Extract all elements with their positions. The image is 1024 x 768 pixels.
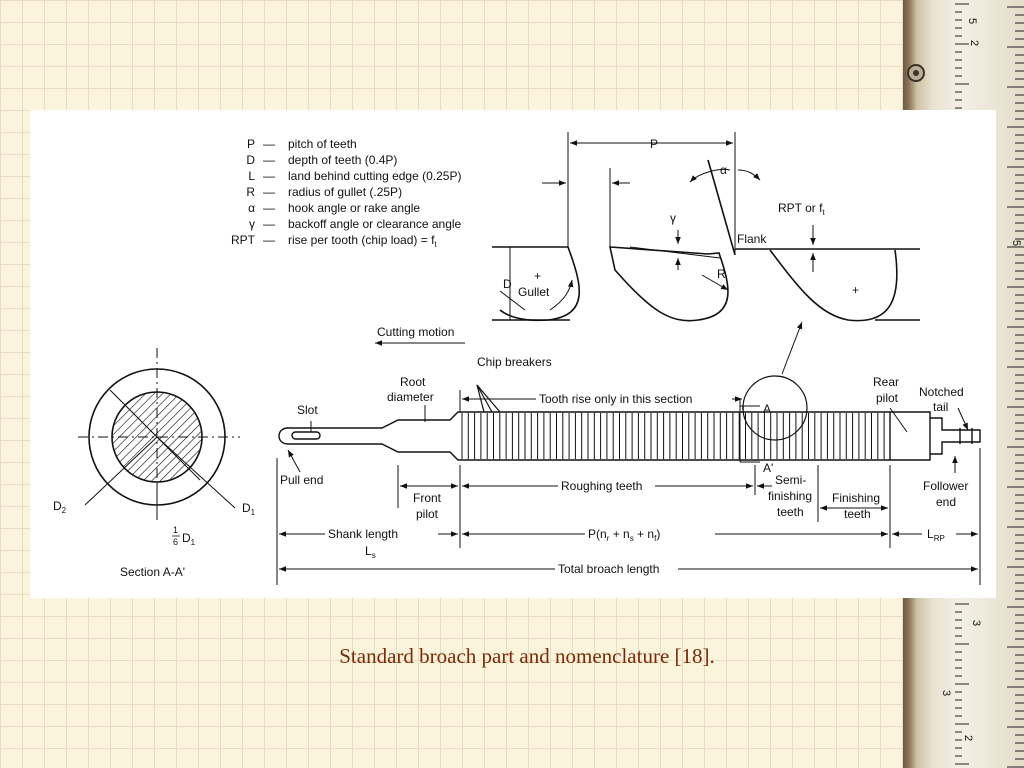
svg-text:—: —: [263, 169, 275, 183]
svg-text:Section A-A': Section A-A': [120, 565, 185, 579]
svg-text:—: —: [263, 185, 275, 199]
figure-caption: Standard broach part and nomenclature [1…: [339, 644, 715, 668]
svg-text:Follower: Follower: [923, 479, 968, 493]
svg-text:6: 6: [173, 537, 178, 547]
svg-text:R: R: [717, 267, 726, 281]
svg-text:P(nr + ns + nf): P(nr + ns + nf): [588, 527, 660, 543]
ruler-number-6: 3: [940, 690, 952, 696]
svg-text:teeth: teeth: [777, 505, 804, 519]
broach-diagram: P — pitch of teeth D — depth of teeth (0…: [53, 132, 981, 585]
svg-text:RPT or ft: RPT or ft: [778, 201, 825, 217]
ruler-number-7: 2: [962, 735, 974, 741]
svg-text:LRP: LRP: [927, 527, 945, 543]
svg-text:—: —: [263, 217, 275, 231]
broach-dimensions: [276, 340, 981, 585]
legend-item: R — radius of gullet (.25P): [246, 185, 402, 199]
svg-text:land behind cutting edge (0.25: land behind cutting edge (0.25P): [288, 169, 461, 183]
svg-text:α: α: [248, 201, 255, 215]
svg-text:R: R: [246, 185, 255, 199]
svg-text:Chip breakers: Chip breakers: [477, 355, 552, 369]
svg-text:diameter: diameter: [387, 390, 434, 404]
svg-text:tail: tail: [933, 400, 948, 414]
svg-text:Notched: Notched: [919, 385, 964, 399]
legend-item: α — hook angle or rake angle: [248, 201, 420, 215]
svg-text:RPT: RPT: [231, 233, 256, 247]
svg-text:pilot: pilot: [876, 391, 899, 405]
svg-text:pilot: pilot: [416, 507, 439, 521]
svg-text:Slot: Slot: [297, 403, 318, 417]
svg-text:Shank length: Shank length: [328, 527, 398, 541]
svg-text:Rear: Rear: [873, 375, 899, 389]
svg-text:rise per tooth (chip load) = f: rise per tooth (chip load) = ft: [288, 233, 437, 249]
svg-text:γ: γ: [249, 217, 255, 231]
svg-text:—: —: [263, 201, 275, 215]
legend-item: L — land behind cutting edge (0.25P): [248, 169, 461, 183]
svg-text:Flank: Flank: [737, 232, 767, 246]
svg-text:backoff angle or clearance ang: backoff angle or clearance angle: [288, 217, 462, 231]
ruler-number-2: 2: [968, 40, 980, 46]
svg-text:Cutting motion: Cutting motion: [377, 325, 454, 339]
svg-text:P: P: [247, 137, 255, 151]
svg-text:Tooth rise only in this sectio: Tooth rise only in this section: [539, 392, 692, 406]
ruler-number-1: 5: [966, 18, 978, 24]
svg-text:P: P: [650, 137, 658, 151]
svg-text:A: A: [763, 402, 771, 416]
svg-text:Pull end: Pull end: [280, 473, 323, 487]
svg-text:teeth: teeth: [844, 507, 871, 521]
section-view: [78, 348, 240, 520]
diagram-panel: P — pitch of teeth D — depth of teeth (0…: [30, 110, 996, 598]
svg-text:radius of gullet (.25P): radius of gullet (.25P): [288, 185, 402, 199]
svg-text:end: end: [936, 495, 956, 509]
broach-body: [278, 375, 981, 461]
svg-text:D1: D1: [182, 531, 196, 547]
svg-text:D2: D2: [53, 499, 67, 515]
svg-text:—: —: [263, 153, 275, 167]
svg-text:L: L: [248, 169, 255, 183]
tooth-labels: P α γ D Gullet + + R Flank RPT or ft: [503, 137, 859, 299]
broach-teeth: [461, 413, 885, 459]
svg-text:D: D: [503, 277, 512, 291]
svg-text:Finishing: Finishing: [832, 491, 880, 505]
broach-labels: Cutting motion Chip breakers Root diamet…: [280, 325, 968, 576]
legend-item: D — depth of teeth (0.4P): [246, 153, 397, 167]
svg-text:—: —: [263, 137, 275, 151]
legend-item: P — pitch of teeth: [247, 137, 357, 151]
svg-text:Total broach length: Total broach length: [558, 562, 659, 576]
svg-text:+: +: [852, 283, 859, 297]
svg-text:Ls: Ls: [365, 544, 376, 560]
svg-text:1: 1: [173, 525, 178, 535]
tooth-profile: [492, 132, 920, 322]
ruler-number-4: 5: [1010, 240, 1022, 246]
svg-text:hook angle or rake angle: hook angle or rake angle: [288, 201, 420, 215]
legend: P — pitch of teeth D — depth of teeth (0…: [231, 137, 462, 249]
svg-text:depth of teeth (0.4P): depth of teeth (0.4P): [288, 153, 397, 167]
legend-item: γ — backoff angle or clearance angle: [249, 217, 462, 231]
svg-text:Semi-: Semi-: [775, 473, 806, 487]
svg-text:Front: Front: [413, 491, 442, 505]
ruler-number-5: 3: [970, 620, 982, 626]
svg-text:D: D: [246, 153, 255, 167]
svg-text:Root: Root: [400, 375, 426, 389]
svg-text:finishing: finishing: [768, 489, 812, 503]
section-labels: D2 D1 1 6 D1 Section A-A': [53, 499, 256, 579]
svg-text:α: α: [720, 163, 727, 177]
svg-text:pitch of teeth: pitch of teeth: [288, 137, 357, 151]
svg-text:γ: γ: [670, 211, 676, 225]
legend-item: RPT — rise per tooth (chip load) = ft: [231, 233, 437, 249]
svg-text:+: +: [534, 269, 541, 283]
svg-text:D1: D1: [242, 501, 256, 517]
svg-text:A': A': [763, 461, 773, 475]
svg-text:—: —: [263, 233, 275, 247]
svg-text:Roughing teeth: Roughing teeth: [561, 479, 642, 493]
svg-text:Gullet: Gullet: [518, 285, 550, 299]
